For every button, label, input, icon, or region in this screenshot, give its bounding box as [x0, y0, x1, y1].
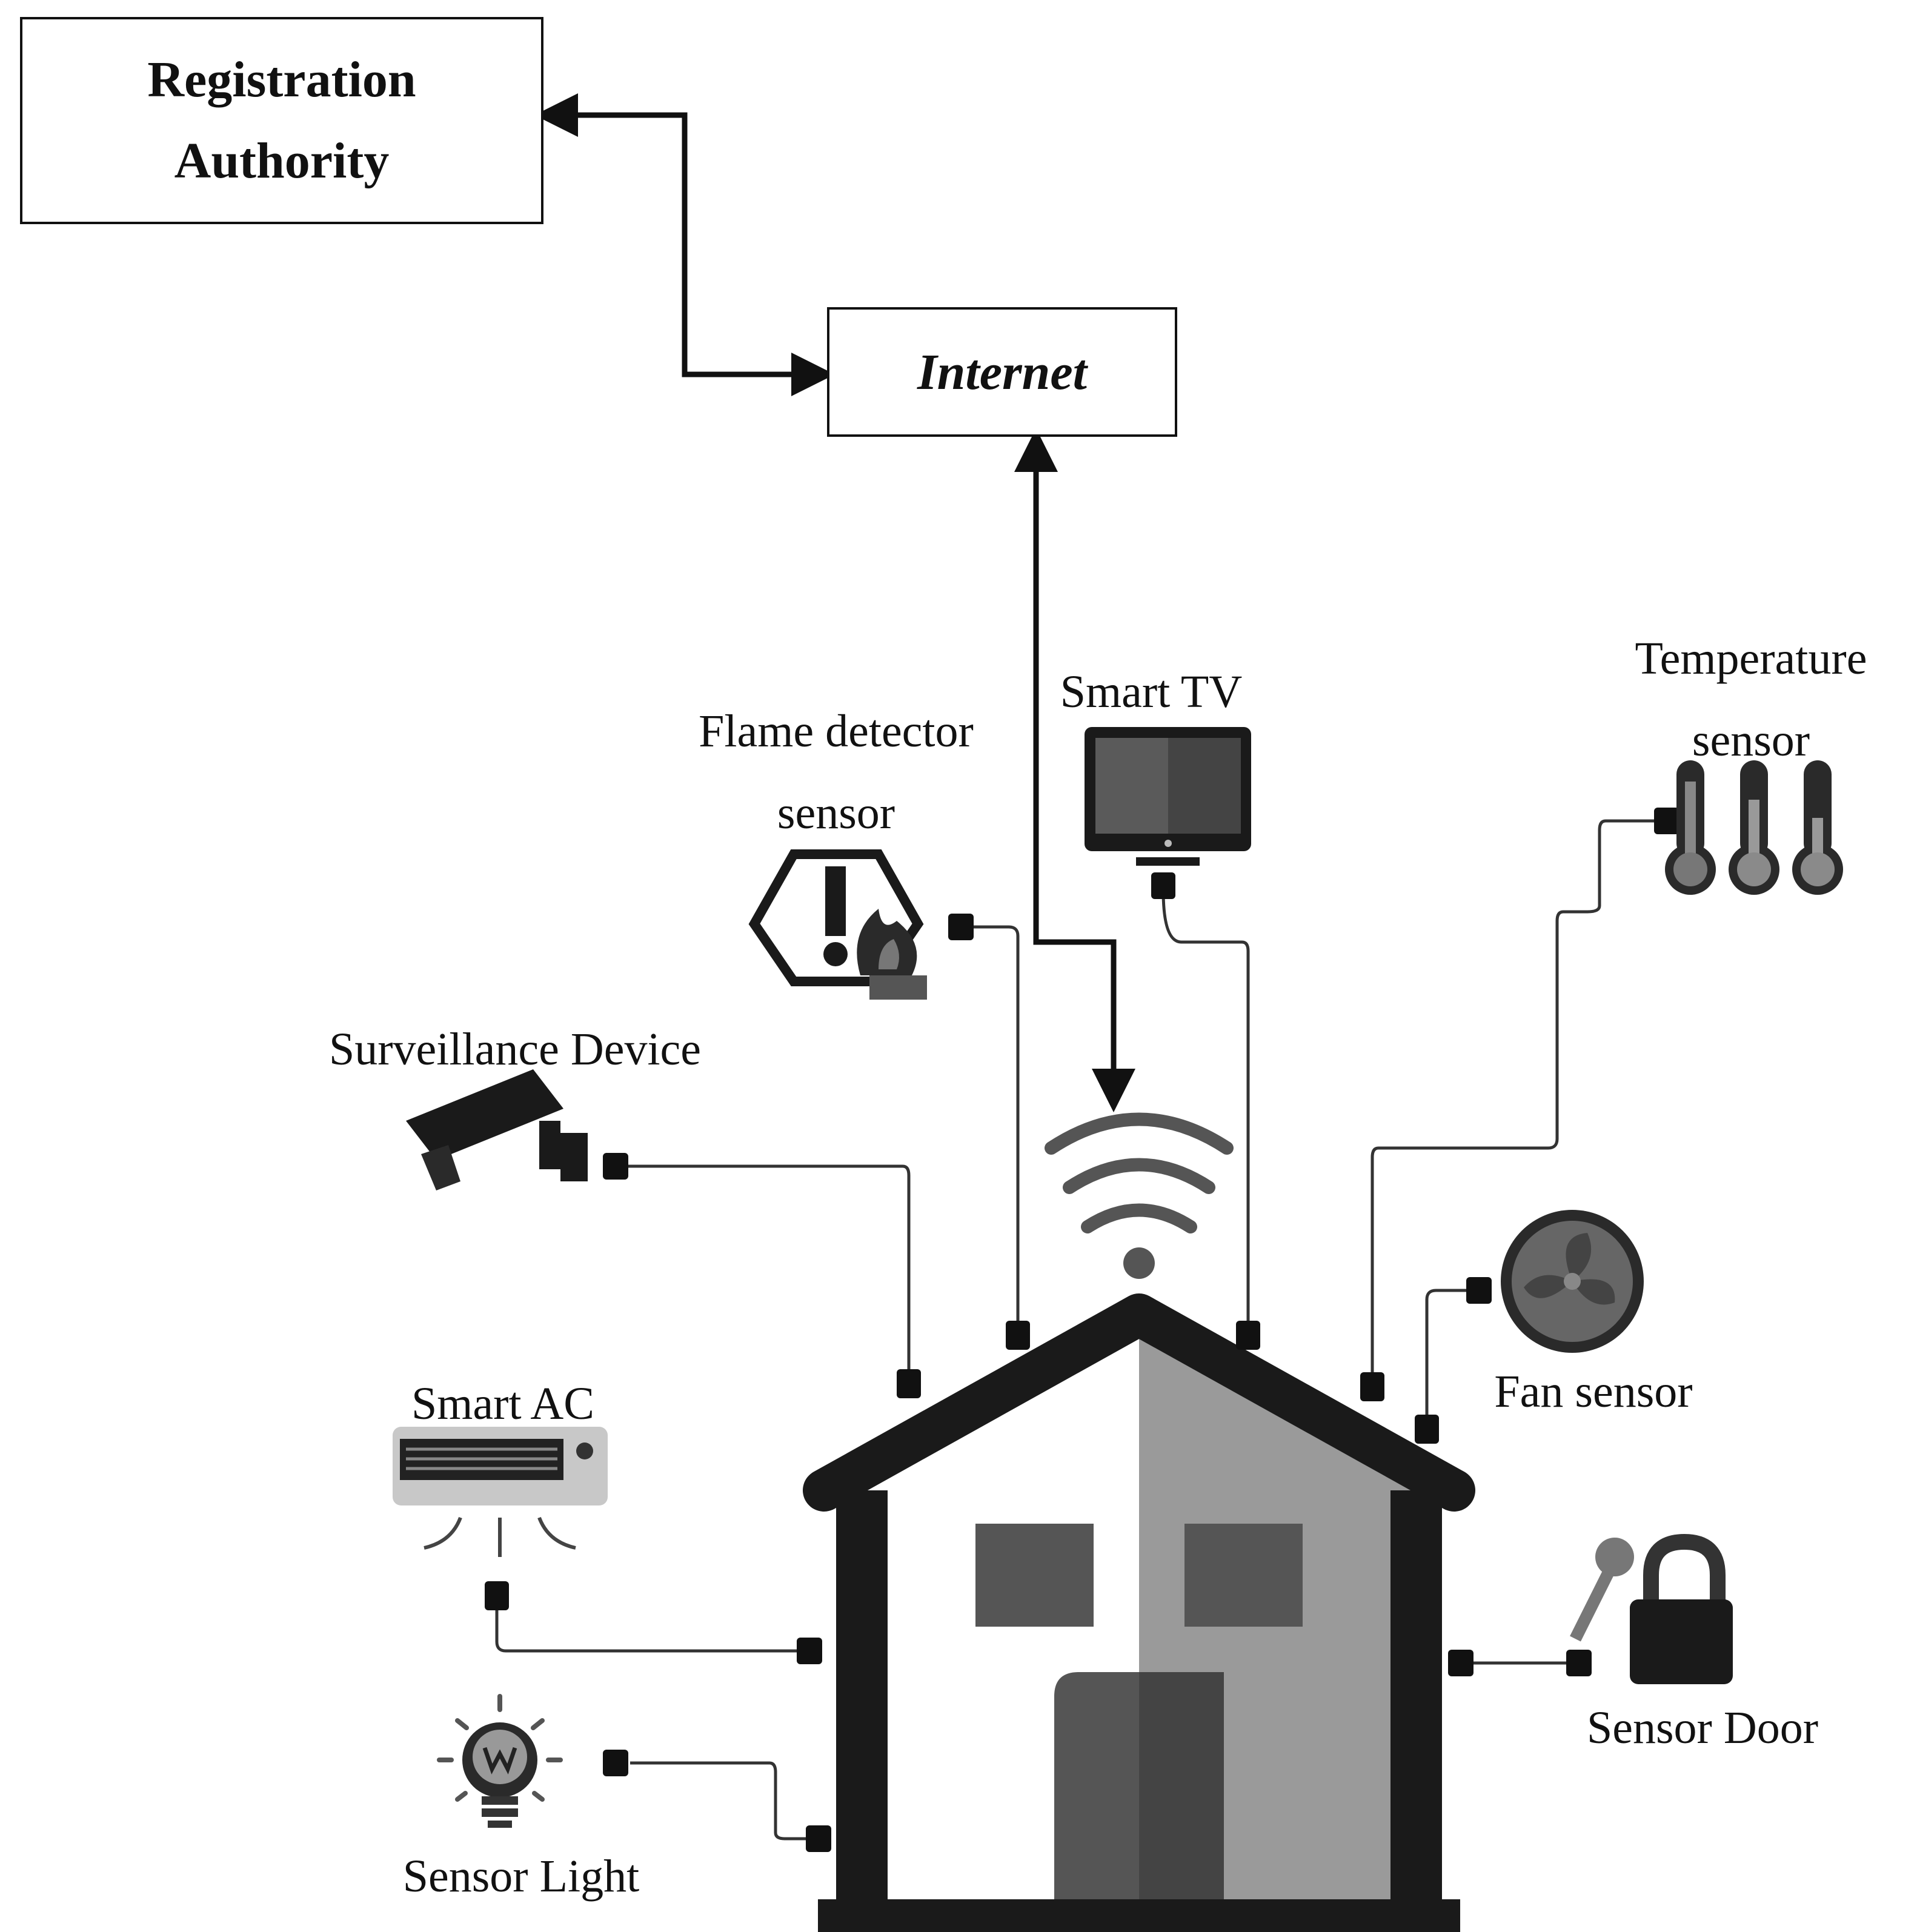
smart-tv-label: Smart TV	[1060, 666, 1243, 717]
temperature-label-line1: Temperature	[1635, 633, 1867, 684]
internet-home-connector	[1033, 666, 1135, 1112]
registration-authority-line1: Registration	[147, 51, 416, 108]
door-label: Sensor Door	[1586, 1702, 1819, 1753]
surveillance-label: Surveillance Device	[328, 1024, 702, 1075]
surveillance-camera-icon	[406, 1069, 588, 1190]
flame-detector-label-line1: Flame detector	[699, 706, 974, 757]
fan-label: Fan sensor	[1494, 1366, 1693, 1417]
fan-icon	[1501, 1210, 1644, 1353]
wire-plugs	[485, 808, 1679, 1852]
smart-ac-label: Smart AC	[411, 1378, 594, 1429]
registration-authority-line2: Authority	[174, 133, 390, 189]
door-lock-icon	[1570, 1533, 1733, 1684]
ra-internet-connector	[534, 93, 688, 368]
temperature-label-line2: sensor	[1692, 715, 1810, 766]
wifi-icon	[1045, 1112, 1234, 1279]
light-bulb-icon	[437, 1694, 563, 1828]
temperature-sensor-icon	[1665, 760, 1843, 895]
light-label: Sensor Light	[402, 1851, 640, 1902]
internet-ra-connector	[682, 115, 835, 396]
registration-authority-box: Registration Authority	[20, 17, 543, 224]
smart-tv-icon	[1085, 727, 1251, 866]
internet-label: Internet	[917, 344, 1088, 400]
flame-detector-icon	[748, 849, 927, 1000]
house-icon	[803, 1293, 1475, 1932]
flame-detector-label-line2: sensor	[777, 788, 895, 838]
internet-box: Internet	[827, 307, 1177, 437]
device-wires	[495, 819, 1660, 1841]
smart-ac-icon	[393, 1427, 608, 1557]
